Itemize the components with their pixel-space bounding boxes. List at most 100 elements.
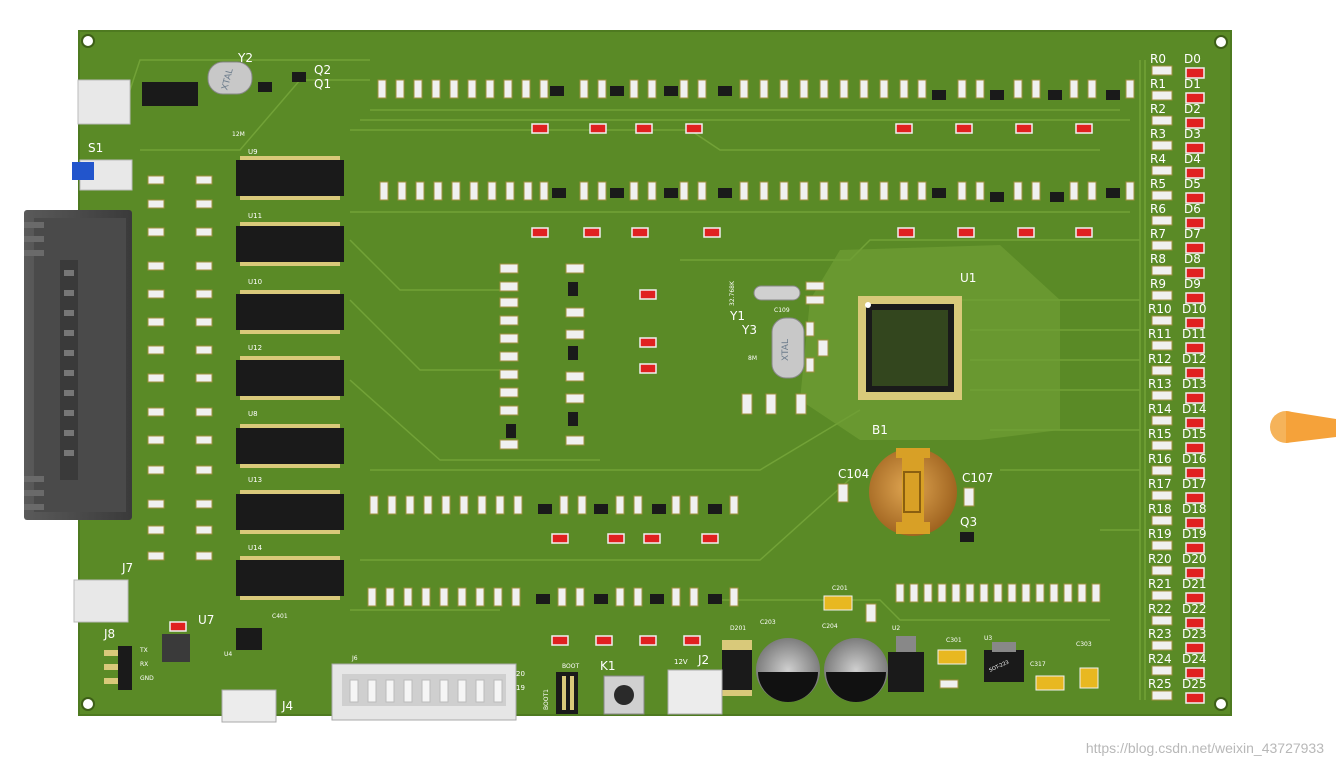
j4-connector: [221, 689, 277, 723]
label-j8-rx: RX: [140, 661, 148, 668]
label-u2: U2: [892, 625, 900, 632]
label-r4: R4: [1150, 152, 1166, 166]
label-d9: D9: [1184, 277, 1201, 291]
label-boot: BOOT: [562, 663, 579, 670]
label-j8-tx: TX: [139, 647, 148, 654]
label-c317: C317: [1030, 661, 1046, 668]
label-d12: D12: [1182, 352, 1207, 366]
right-column-components: [1151, 65, 1205, 704]
boot-header: [556, 672, 578, 714]
label-d0: D0: [1184, 52, 1201, 66]
label-r13: R13: [1148, 377, 1172, 391]
label-c107: C107: [962, 471, 993, 485]
label-c401: C401: [272, 613, 288, 620]
label-u7: U7: [198, 613, 214, 627]
label-s1: S1: [88, 141, 103, 155]
j3-connector: [77, 79, 131, 125]
label-y1-freq: 32.768K: [729, 280, 736, 306]
label-d24: D24: [1182, 652, 1207, 666]
label-d2: D2: [1184, 102, 1201, 116]
label-c303: C303: [1076, 641, 1092, 648]
label-r2: R2: [1150, 102, 1166, 116]
transistors-sot23: [258, 72, 1120, 604]
label-r15: R15: [1148, 427, 1172, 441]
smd-resistor-pads-left: [147, 175, 213, 561]
label-d201: D201: [730, 625, 746, 632]
s1-switch: [72, 159, 133, 191]
label-r11: R11: [1148, 327, 1172, 341]
label-d19: D19: [1182, 527, 1207, 541]
label-j2: J2: [697, 653, 709, 667]
label-r5: R5: [1150, 177, 1166, 191]
label-u1: U1: [960, 271, 976, 285]
label-d25: D25: [1182, 677, 1207, 691]
dip-chip-pins: [240, 156, 340, 600]
label-k1: K1: [600, 659, 616, 673]
red-leds: [169, 123, 1093, 646]
label-u4: U4: [224, 651, 232, 658]
label-u9: U9: [248, 148, 258, 156]
label-r14: R14: [1148, 402, 1172, 416]
label-r16: R16: [1148, 452, 1172, 466]
label-u12: U12: [248, 344, 262, 352]
label-c301: C301: [946, 637, 962, 644]
k1-pushbutton: [603, 675, 645, 715]
label-j6: J6: [351, 655, 358, 662]
label-d1: D1: [1184, 77, 1201, 91]
label-d5: D5: [1184, 177, 1201, 191]
label-d8: D8: [1184, 252, 1201, 266]
label-y3: Y3: [741, 323, 757, 337]
j8-header: [104, 646, 132, 690]
label-u10: U10: [248, 278, 262, 286]
j5-ribbon-connector: [24, 210, 132, 520]
label-r23: R23: [1148, 627, 1172, 641]
label-c104: C104: [838, 467, 869, 481]
label-y2: Y2: [237, 51, 253, 65]
label-d15: D15: [1182, 427, 1207, 441]
label-q1: Q1: [314, 77, 331, 91]
label-r12: R12: [1148, 352, 1172, 366]
label-j4: J4: [281, 699, 293, 713]
label-j8-gnd: GND: [140, 675, 154, 682]
label-d13: D13: [1182, 377, 1207, 391]
label-r9: R9: [1150, 277, 1166, 291]
b1-battery-holder: [869, 448, 957, 536]
j6-connector: [331, 663, 517, 721]
label-r6: R6: [1150, 202, 1166, 216]
label-b1: B1: [872, 423, 888, 437]
resistor-rows-bottom: [367, 495, 739, 607]
label-d22: D22: [1182, 602, 1207, 616]
u1-mcu: [858, 296, 962, 400]
label-j6-pin19: 19: [516, 684, 525, 692]
label-y3-freq: 8M: [748, 355, 757, 362]
label-y1: Y1: [729, 309, 745, 323]
label-r25: R25: [1148, 677, 1172, 691]
label-r17: R17: [1148, 477, 1172, 491]
resistor-column-middle: [499, 263, 585, 450]
resistor-row-top-2: [379, 181, 1135, 201]
label-r10: R10: [1148, 302, 1172, 316]
label-r1: R1: [1150, 77, 1166, 91]
label-r24: R24: [1148, 652, 1172, 666]
label-r0: R0: [1150, 52, 1166, 66]
cursor-marker-icon: [1270, 411, 1336, 443]
small-silkscreen-text: 12M 32.768K 8M 12V TX RX GND 20 19 BOOT1…: [139, 131, 1010, 710]
j2-connector: [667, 669, 723, 715]
y1-crystal: [753, 285, 801, 301]
caps-row-c3xx: [895, 583, 1101, 603]
label-d14: D14: [1182, 402, 1207, 416]
label-r18: R18: [1148, 502, 1172, 516]
y3-crystal-text: XTAL: [781, 339, 791, 361]
label-j6-pin20: 20: [516, 670, 525, 678]
label-r22: R22: [1148, 602, 1172, 616]
u4-chip: [236, 628, 262, 650]
label-y2-freq: 12M: [232, 131, 245, 138]
u7-chip: [162, 634, 190, 662]
dip-chip-column: [236, 160, 344, 596]
label-d6: D6: [1184, 202, 1201, 216]
label-d20: D20: [1182, 552, 1207, 566]
label-j2-voltage: 12V: [674, 658, 688, 666]
label-d10: D10: [1182, 302, 1207, 316]
label-d21: D21: [1182, 577, 1207, 591]
